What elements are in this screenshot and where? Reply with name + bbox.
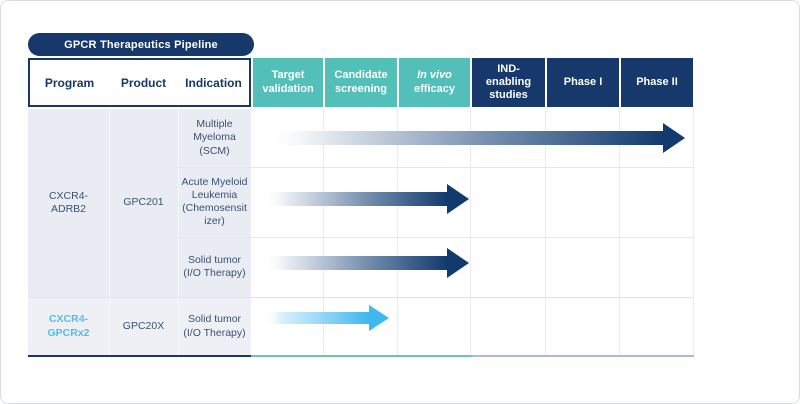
product-cell-gpc20x: GPC20X: [122, 319, 165, 332]
table-header-left: Program Product Indication: [28, 58, 251, 107]
pipeline-arrow-solid-tumor-2: [263, 305, 389, 331]
program-cell-cxcr4-adrb2: CXCR4-ADRB2: [48, 189, 89, 215]
gridline: [323, 109, 324, 355]
column-header-phase-1: Phase I: [547, 58, 619, 107]
program-cell-cxcr4-gpcrx2: CXCR4-GPCRx2: [47, 313, 90, 339]
in-vivo-label: In vivo: [417, 69, 452, 82]
bottom-rule-teal: [251, 355, 471, 357]
gridline: [470, 109, 471, 355]
gridline: [178, 237, 694, 238]
pipeline-arrow-aml: [261, 184, 469, 214]
column-header-candidate-screening: Candidate screening: [325, 58, 397, 107]
indication-cell-solid-tumor-1: Solid tumor (I/O Therapy): [183, 253, 246, 279]
column-divider: [178, 109, 179, 355]
bottom-rule-navy: [28, 355, 251, 357]
gridline: [28, 297, 694, 298]
efficacy-label: efficacy: [414, 82, 455, 95]
indication-cell-aml: Acute Myeloid Leukemia (Chemosensitizer): [181, 175, 248, 228]
column-header-program: Program: [44, 75, 95, 90]
pipeline-arrow-multiple-myeloma: [261, 123, 685, 153]
column-divider: [109, 109, 110, 355]
column-header-ind-enabling: IND-enabling studies: [472, 58, 545, 107]
gridline: [545, 109, 546, 355]
program-group-1-panel: [28, 109, 251, 297]
column-header-product: Product: [120, 75, 167, 90]
column-header-target-validation: Target validation: [253, 58, 323, 107]
gridline: [397, 109, 398, 355]
gridline: [619, 109, 620, 355]
gridline: [693, 109, 694, 355]
pipeline-arrow-solid-tumor-1: [261, 248, 469, 278]
page-title: GPCR Therapeutics Pipeline: [28, 33, 254, 56]
column-header-in-vivo-efficacy: In vivo efficacy: [399, 58, 470, 107]
column-header-indication: Indication: [185, 75, 242, 90]
column-header-phase-2: Phase II: [621, 58, 693, 107]
bottom-rule-blue: [471, 355, 694, 357]
indication-cell-multiple-myeloma: Multiple Myeloma (SCM): [193, 118, 236, 157]
product-cell-gpc201: GPC201: [123, 196, 164, 209]
gridline: [178, 167, 694, 168]
indication-cell-solid-tumor-2: Solid tumor (I/O Therapy): [183, 313, 246, 339]
program-group-2-panel: [28, 298, 251, 355]
